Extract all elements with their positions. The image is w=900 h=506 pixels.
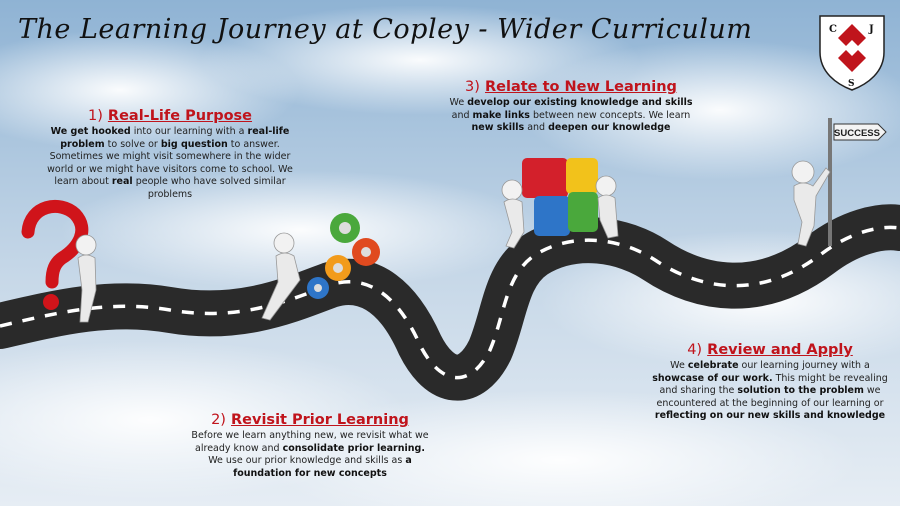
- emphasis-text: a foundation for new concepts: [233, 455, 412, 479]
- step-number: 4): [687, 342, 703, 358]
- step-description: We celebrate our learning journey with a…: [650, 360, 890, 423]
- road-center-line: [0, 225, 900, 380]
- emphasis-text: deepen our knowledge: [548, 122, 671, 133]
- body-text: and: [451, 109, 473, 121]
- body-text: into our learning with a: [130, 126, 248, 137]
- body-text: We: [670, 360, 688, 371]
- emphasis-text: solution to the problem: [737, 385, 864, 396]
- emphasis-text: showcase of our work.: [652, 372, 773, 384]
- step-title: Review and Apply: [707, 342, 853, 358]
- step-number: 1): [87, 108, 103, 124]
- puzzle-figures: [501, 175, 619, 249]
- body-text: we encountered at the beginning of our l…: [656, 385, 884, 409]
- step-real-life-purpose: 1) Real-Life Purpose We get hooked into …: [45, 107, 295, 201]
- crest-letter-c: C: [829, 24, 837, 35]
- emphasis-text: big question: [160, 138, 228, 150]
- school-crest-icon: [819, 15, 885, 91]
- emphasis-text: consolidate prior learning.: [282, 442, 425, 454]
- success-figure: [791, 160, 831, 247]
- body-text: Before we learn anything new, we revisit…: [191, 430, 429, 454]
- puzzle-icon: [522, 158, 598, 236]
- step-title: Real-Life Purpose: [107, 108, 253, 124]
- step-number: 2): [211, 412, 226, 428]
- step-heading: 2) Revisit Prior Learning: [190, 411, 430, 429]
- step-heading: 4) Review and Apply: [650, 341, 890, 359]
- gears-icon: [307, 213, 380, 299]
- body-text: our learning journey with a: [738, 360, 870, 371]
- emphasis-text: reflecting on our new skills and knowled…: [654, 410, 886, 421]
- step-heading: 3) Relate to New Learning: [446, 78, 696, 96]
- body-text: This might be revealing and sharing the: [659, 372, 888, 397]
- signpost-icon: [828, 118, 887, 246]
- step-title: Relate to New Learning: [485, 79, 677, 95]
- emphasis-text: We get hooked: [50, 126, 131, 137]
- body-text: and: [524, 122, 549, 133]
- emphasis-text: make links: [472, 109, 530, 121]
- emphasis-text: celebrate: [687, 360, 739, 371]
- step-description: We develop our existing knowledge and sk…: [446, 97, 696, 135]
- step-revisit-prior-learning: 2) Revisit Prior Learning Before we lear…: [190, 411, 430, 480]
- question-mark-icon: [21, 199, 89, 310]
- emphasis-text: real-life problem: [60, 126, 290, 150]
- signpost-label: SUCCESS: [834, 128, 880, 139]
- step-relate-to-new-learning: 3) Relate to New Learning We develop our…: [446, 78, 696, 135]
- step-description: We get hooked into our learning with a r…: [45, 126, 295, 201]
- emphasis-text: new skills: [471, 122, 525, 133]
- body-text: people who have solved similar problems: [132, 176, 286, 200]
- step-review-and-apply: 4) Review and Apply We celebrate our lea…: [650, 341, 890, 423]
- emphasis-text: real: [111, 176, 133, 187]
- crest-letter-j: J: [868, 24, 874, 35]
- page-title: The Learning Journey at Copley - Wider C…: [18, 14, 753, 45]
- body-text: We: [449, 97, 468, 108]
- body-text: to answer. Sometimes we might visit some…: [47, 138, 293, 188]
- step-number: 3): [465, 79, 480, 95]
- gear-figure: [261, 232, 301, 321]
- thinking-figure: [75, 234, 97, 323]
- body-text: between new concepts. We learn: [529, 109, 691, 121]
- body-text: to solve or: [104, 138, 161, 150]
- body-text: We use our prior knowledge and skills as: [208, 455, 406, 466]
- step-heading: 1) Real-Life Purpose: [45, 107, 295, 125]
- emphasis-text: develop our existing knowledge and skill…: [467, 97, 693, 108]
- step-title: Revisit Prior Learning: [231, 412, 409, 428]
- step-description: Before we learn anything new, we revisit…: [190, 430, 430, 480]
- crest-letter-s: S: [848, 79, 855, 89]
